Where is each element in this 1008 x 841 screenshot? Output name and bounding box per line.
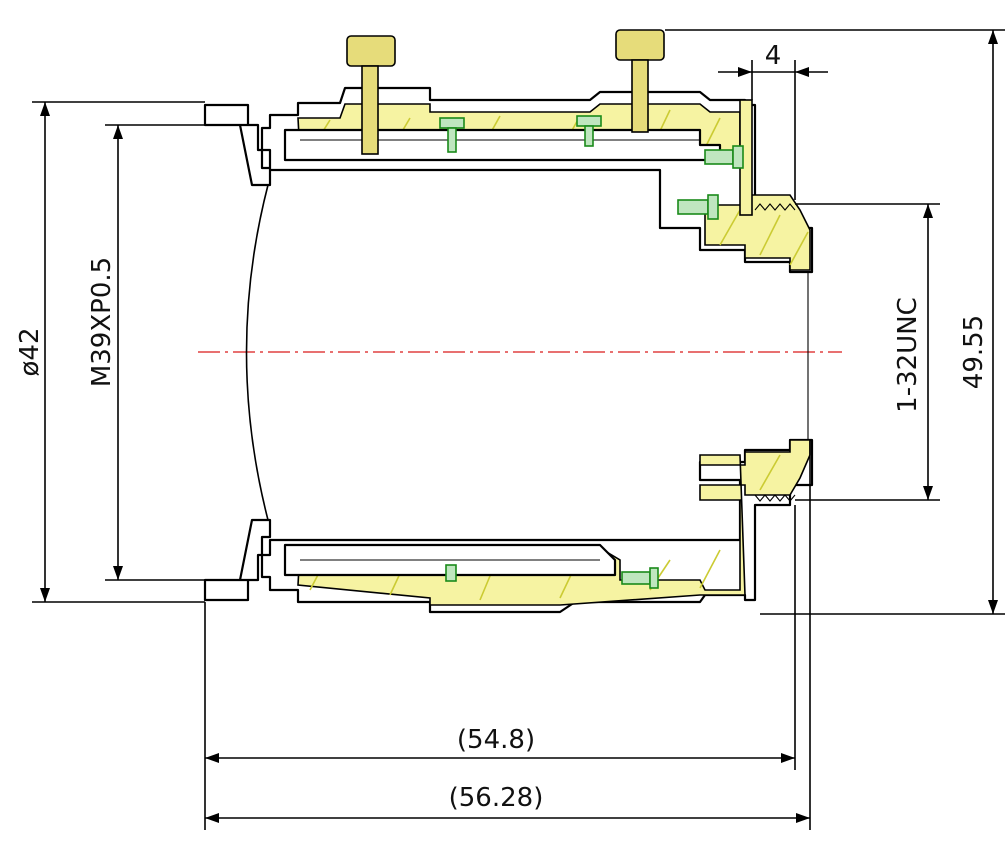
housing-bottom <box>203 438 814 614</box>
set-screw-group <box>439 115 744 589</box>
dimension-label-overall-height: 49.55 <box>959 315 989 389</box>
dimension-label-rear-thread: 1-32UNC <box>893 297 923 413</box>
dimension-flange-offset: 4 <box>718 41 828 200</box>
dimension-length-inner: (54.8) <box>204 505 796 830</box>
dimension-label-flange-offset: 4 <box>765 41 782 71</box>
adjustment-knob-rear <box>615 29 665 133</box>
dimension-overall-height: 49.55 <box>665 29 1005 615</box>
adjustment-knob-front <box>346 35 396 155</box>
dimension-outer-diameter: ø42 <box>15 101 205 603</box>
dimension-label-length-outer: (56.28) <box>449 783 544 813</box>
dimension-label-mount-thread: M39XP0.5 <box>87 257 117 387</box>
dimension-mount-thread: M39XP0.5 <box>87 124 205 581</box>
front-lens-element <box>245 184 269 521</box>
dimension-rear-thread: 1-32UNC <box>795 203 940 501</box>
dimension-label-length-inner: (54.8) <box>457 725 535 755</box>
housing-top <box>203 86 814 274</box>
dimension-length-outer: (56.28) <box>205 440 811 830</box>
dimension-label-outer-diameter: ø42 <box>15 328 45 377</box>
